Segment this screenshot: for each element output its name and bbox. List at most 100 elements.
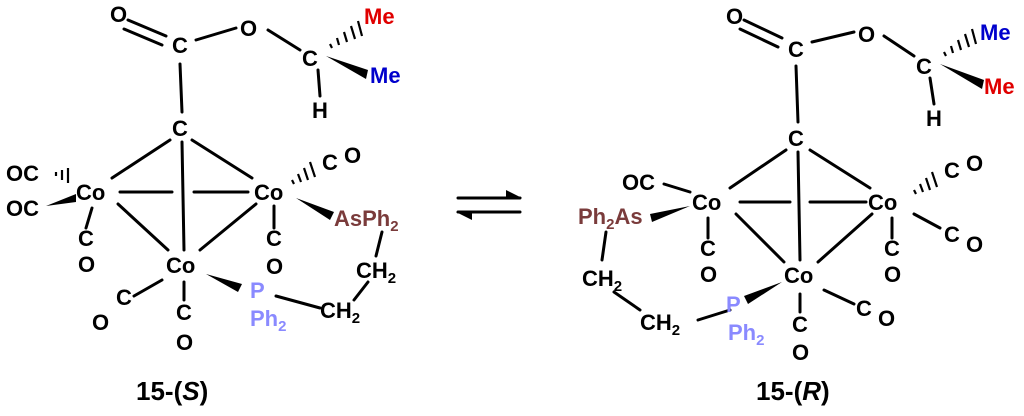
co2-carbonyl-o2: O bbox=[266, 254, 283, 279]
r-co3-carbonyl-o2: O bbox=[792, 340, 809, 365]
p-ch2-bond bbox=[274, 294, 322, 310]
methylene-lower: CH2 bbox=[320, 298, 360, 327]
chiral-c: C bbox=[302, 46, 318, 71]
r-phosphorus-phenyl: Ph2 bbox=[728, 320, 764, 349]
r-co2-carbonyl-o3: O bbox=[884, 262, 901, 287]
r-ester-o: O bbox=[858, 22, 875, 47]
cluster-bond-c-co3 bbox=[180, 140, 186, 252]
chiral-h: H bbox=[312, 98, 328, 123]
cobalt-2: Co bbox=[254, 180, 283, 205]
hashed-bond-oc-co1 bbox=[54, 168, 70, 183]
r-cobalt-3: Co bbox=[784, 263, 813, 288]
r-co1-carbonyl-top: OC bbox=[622, 170, 655, 195]
cluster-bond-c-co1 bbox=[110, 138, 172, 180]
r-wedge-bond-me-bottom bbox=[940, 64, 984, 89]
r-phosphorus: P bbox=[726, 292, 741, 317]
co2-carbonyl-c2: C bbox=[266, 226, 282, 251]
r-carbonyl-o: O bbox=[726, 4, 743, 29]
r-p-ch2-bond bbox=[696, 308, 732, 322]
cluster-bond-co1-co3 bbox=[116, 202, 170, 252]
r-co1-carbonyl-o: O bbox=[700, 262, 717, 287]
equilibrium-arrows bbox=[456, 190, 522, 220]
molecule-right: O C O C Me Me H C Co Co Co OC C O C O C … bbox=[578, 4, 1015, 365]
r-cobalt-1: Co bbox=[692, 190, 721, 215]
cluster-bond-c-co2 bbox=[190, 138, 254, 180]
r-cluster-bond-co1-co3 bbox=[734, 212, 786, 264]
methylene-upper: CH2 bbox=[356, 258, 396, 287]
cobalt-3: Co bbox=[166, 253, 195, 278]
r-chiral-c: C bbox=[916, 54, 932, 79]
methyl-red: Me bbox=[364, 4, 395, 29]
r-arsenic-ligand: Ph2As bbox=[578, 204, 643, 233]
r-cobalt-2: Co bbox=[868, 190, 897, 215]
carbonyl-o: O bbox=[110, 2, 127, 27]
r-wedge-bond-co1-as bbox=[650, 206, 690, 222]
r-hashed-bond-co2-co-top bbox=[913, 171, 939, 195]
r-co1-oc-bond bbox=[662, 182, 692, 194]
r-co2-carbonyl-c: C bbox=[944, 158, 960, 183]
co2-carbonyl-c: C bbox=[322, 150, 338, 175]
r-methylene-upper: CH2 bbox=[582, 266, 622, 295]
ch-bond bbox=[316, 68, 322, 98]
co3-carbonyl-c2: C bbox=[176, 300, 192, 325]
r-methyl-blue: Me bbox=[980, 20, 1011, 45]
co1-co-bond bbox=[84, 206, 94, 230]
r-co3-carbonyl-o: O bbox=[878, 306, 895, 331]
reverse-arrow-head bbox=[456, 212, 472, 220]
r-co3-carbonyl-c2: C bbox=[792, 312, 808, 337]
cluster-bond-co2-co3 bbox=[198, 202, 258, 252]
co1-carbonyl-bottom: OC bbox=[6, 196, 39, 221]
r-methyl-red: Me bbox=[984, 74, 1015, 99]
carbonyl-c: C bbox=[172, 33, 188, 58]
r-co2-carbonyl-c2: C bbox=[944, 222, 960, 247]
arsenic-ligand: AsPh2 bbox=[334, 206, 399, 235]
co1-carbonyl-top: OC bbox=[6, 161, 39, 186]
r-methylene-lower: CH2 bbox=[640, 310, 680, 339]
wedge-bond-me-bottom bbox=[326, 56, 368, 79]
wedge-bond-co2-as bbox=[296, 198, 334, 220]
ch2-ch2-bond bbox=[352, 280, 370, 302]
r-cluster-bond-c-co1 bbox=[728, 148, 788, 190]
co2-carbonyl-o: O bbox=[344, 143, 361, 168]
phosphorus-phenyl: Ph2 bbox=[250, 306, 286, 335]
r-cluster-bond-c-co2 bbox=[808, 148, 872, 190]
wedge-bond-oc-co1 bbox=[46, 194, 76, 206]
r-co2-co-bond-right bbox=[912, 212, 942, 230]
methyl-blue: Me bbox=[370, 63, 401, 88]
r-wedge-bond-co3-p bbox=[744, 282, 782, 304]
r-ch-bond bbox=[928, 76, 936, 106]
wedge-bond-co3-p bbox=[206, 274, 242, 292]
hashed-bond-co2-co bbox=[291, 161, 317, 185]
r-co3-carbonyl-c: C bbox=[856, 296, 872, 321]
ester-o: O bbox=[240, 16, 257, 41]
co3-co-bond-left bbox=[132, 278, 164, 298]
as-ch2-bond bbox=[374, 230, 384, 258]
r-co3-co-bond-right bbox=[822, 288, 856, 306]
r-ester-bond-c-o bbox=[810, 30, 856, 44]
phosphorus: P bbox=[250, 278, 265, 303]
r-carbonyl-c: C bbox=[788, 37, 804, 62]
r-ch2-ch2-bond bbox=[612, 290, 642, 312]
r-chiral-h: H bbox=[926, 106, 942, 131]
cluster-c: C bbox=[172, 116, 188, 141]
r-ester-bond-o-c bbox=[882, 34, 916, 58]
forward-arrow-head bbox=[506, 190, 522, 198]
r-carbonyl-bond-1 bbox=[742, 18, 784, 40]
co3-carbonyl-o: O bbox=[92, 310, 109, 335]
ester-bond-o-c bbox=[266, 28, 302, 52]
co3-carbonyl-c: C bbox=[116, 285, 132, 310]
r-co2-carbonyl-c3: C bbox=[884, 236, 900, 261]
co1-carbonyl-c: C bbox=[78, 226, 94, 251]
caption-right: 15-(R) bbox=[756, 376, 830, 406]
r-co2-carbonyl-o2: O bbox=[966, 232, 983, 257]
r-carbonyl-bond-2 bbox=[738, 27, 780, 49]
cobalt-1: Co bbox=[76, 180, 105, 205]
c-c-bond bbox=[178, 62, 184, 114]
r-c-c-bond bbox=[794, 64, 800, 124]
ester-bond-c-o bbox=[194, 26, 238, 42]
r-cluster-bond-c-co3 bbox=[796, 150, 802, 262]
r-cluster-c: C bbox=[788, 126, 804, 151]
caption-left: 15-(S) bbox=[136, 376, 208, 406]
